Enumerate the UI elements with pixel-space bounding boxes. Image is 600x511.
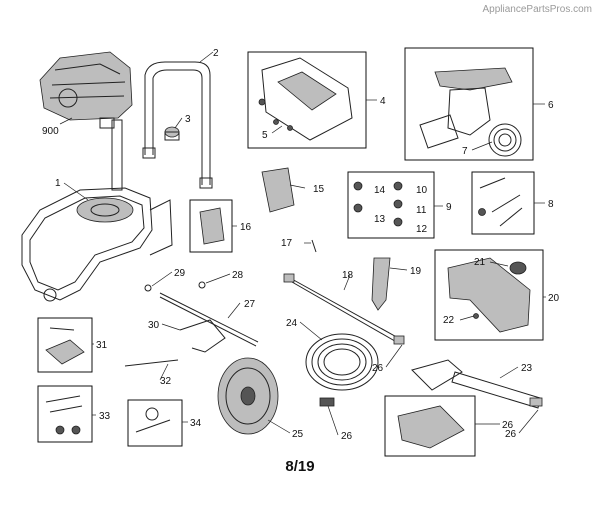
part-label-10: 10: [416, 185, 428, 196]
cover-drawing: [447, 257, 531, 333]
axle-drawing: [159, 292, 259, 347]
part-label-20: 20: [548, 293, 560, 304]
part-label-31: 31: [96, 340, 108, 351]
knob-drawing: [164, 126, 180, 141]
box-bolts: [471, 171, 535, 235]
part-label-12: 12: [416, 224, 428, 235]
part-label-27: 27: [244, 299, 256, 310]
watermark: AppliancePartsPros.com: [482, 4, 593, 15]
part-label-8: 8: [548, 199, 554, 210]
part-label-9: 9: [446, 202, 452, 213]
fittings-drawing: [353, 181, 403, 227]
box-part-31: [37, 317, 93, 373]
part-label-30: 30: [148, 320, 160, 331]
part-label-15: 15: [313, 184, 325, 195]
page-number: 8/19: [285, 458, 315, 475]
part-label-23: 23: [521, 363, 533, 374]
part-28-drawing: [198, 281, 206, 289]
wheel-drawing: [217, 357, 279, 435]
part-label-34: 34: [190, 418, 202, 429]
part-label-28: 28: [232, 270, 244, 281]
part-label-4: 4: [380, 96, 386, 107]
part-labels: 900 1 2 3 4 5 6 7 8 9 10 11 12 13 14 15 …: [42, 48, 560, 442]
part-label-900: 900: [42, 126, 59, 137]
box-fittings: [347, 171, 435, 239]
engine-drawing: [39, 51, 133, 129]
leader-lines: [59, 51, 546, 436]
frame-drawing: [21, 119, 173, 302]
lance-drawing: [283, 273, 405, 345]
part-label-32: 32: [160, 376, 172, 387]
gun-drawing: [411, 359, 543, 409]
part-label-33: 33: [99, 411, 111, 422]
part-label-19: 19: [410, 266, 422, 277]
box-gun-housing: [384, 395, 476, 457]
part-label-14: 14: [374, 185, 386, 196]
box-part-33: [37, 385, 93, 443]
bolts-drawing: [478, 177, 523, 227]
part-label-22: 22: [443, 315, 455, 326]
part-label-17: 17: [281, 238, 293, 249]
part-label-18: 18: [342, 270, 354, 281]
pump-drawing: [419, 67, 522, 157]
part-label-3: 3: [185, 114, 191, 125]
part-label-1: 1: [55, 178, 61, 189]
handle-drawing: [142, 61, 213, 189]
bracket-30-drawing: [179, 319, 226, 353]
nozzle-19-drawing: [371, 257, 391, 311]
box-part-34: [127, 399, 183, 447]
part-label-5: 5: [262, 130, 268, 141]
part-label-7: 7: [462, 146, 468, 157]
part-label-25: 25: [292, 429, 304, 440]
part-label-6: 6: [548, 100, 554, 111]
panel-drawing: [258, 57, 353, 141]
part-label-26-c: 26: [502, 420, 514, 431]
part-label-11: 11: [416, 205, 427, 216]
part-label-24: 24: [286, 318, 298, 329]
part-label-2: 2: [213, 48, 219, 59]
part-label-29: 29: [174, 268, 186, 279]
box-pump: [404, 47, 534, 161]
part-label-26-a: 26: [372, 363, 384, 374]
part-label-26-b: 26: [341, 431, 353, 442]
part-29-drawing: [144, 284, 152, 292]
hose-drawing: [305, 333, 379, 407]
part-label-21: 21: [474, 257, 486, 268]
part-17-drawing: [311, 239, 317, 253]
part-label-26-d: 26: [505, 429, 517, 440]
bolt-32-drawing: [124, 359, 179, 367]
box-cover: [434, 249, 544, 341]
part-15-drawing: [261, 167, 295, 213]
part-label-13: 13: [374, 214, 386, 225]
part-label-16: 16: [240, 222, 252, 233]
